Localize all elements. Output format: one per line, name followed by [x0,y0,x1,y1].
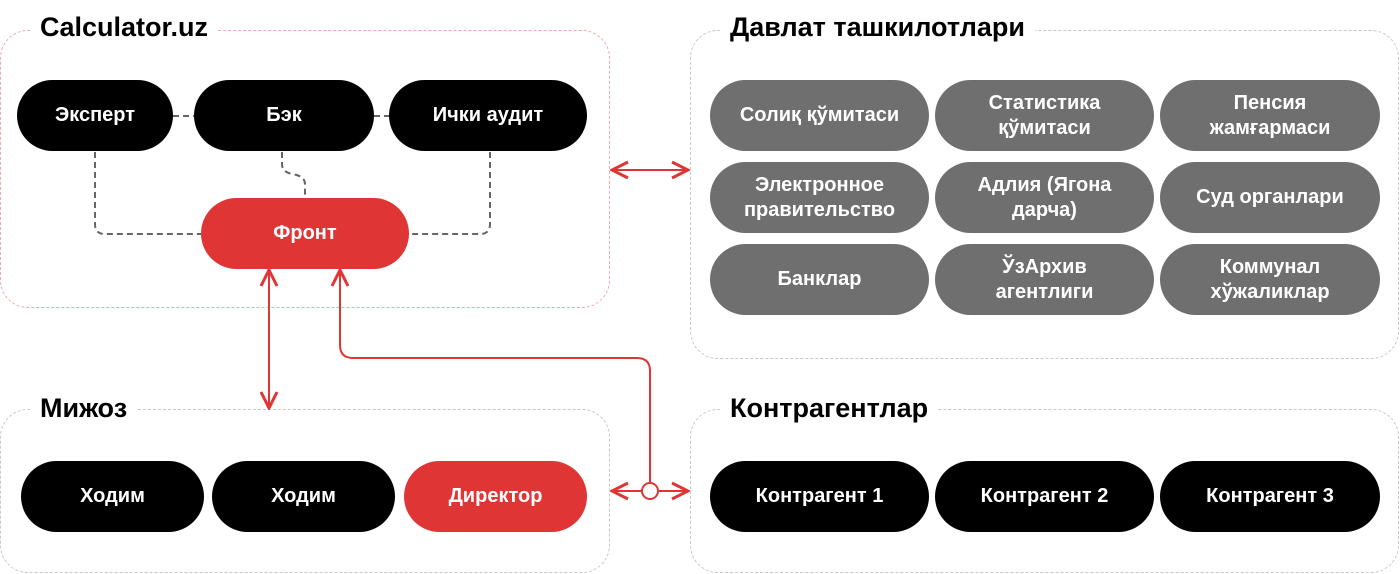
contractors-group [690,409,1399,573]
dash-back-front [281,152,306,198]
gov-egov[interactable]: Электронное правительство [710,162,929,233]
government-group [690,30,1399,359]
line-front-director [340,270,651,483]
contractors-title: Контрагентлар [720,392,939,424]
client-title: Мижоз [30,392,138,424]
gov-statistics[interactable]: Статистика қўмитаси [935,80,1154,151]
gov-courts[interactable]: Суд органлари [1160,162,1380,233]
dash-audit-front [409,152,491,235]
client-employee-2[interactable]: Ходим [212,461,395,532]
node-front[interactable]: Фронт [201,198,409,269]
client-group [0,409,610,573]
contractor-3[interactable]: Контрагент 3 [1160,461,1380,532]
gov-utilities[interactable]: Коммунал хўжаликлар [1160,244,1380,315]
junction-circle [641,482,659,500]
government-title: Давлат ташкилотлари [720,11,1035,43]
gov-tax[interactable]: Солиқ қўмитаси [710,80,929,151]
dash-expert-front [94,152,201,235]
contractor-1[interactable]: Контрагент 1 [710,461,929,532]
gov-archive[interactable]: ЎзАрхив агентлиги [935,244,1154,315]
contractor-2[interactable]: Контрагент 2 [935,461,1154,532]
node-internal-audit[interactable]: Ички аудит [389,80,587,151]
gov-justice[interactable]: Адлия (Ягона дарча) [935,162,1154,233]
gov-pension[interactable]: Пенсия жамғармаси [1160,80,1380,151]
node-back[interactable]: Бэк [194,80,374,151]
gov-banks[interactable]: Банклар [710,244,929,315]
calculator-group [0,30,610,308]
calculator-title: Calculator.uz [30,11,219,43]
client-employee-1[interactable]: Ходим [21,461,204,532]
node-expert[interactable]: Эксперт [17,80,173,151]
client-director[interactable]: Директор [404,461,587,532]
